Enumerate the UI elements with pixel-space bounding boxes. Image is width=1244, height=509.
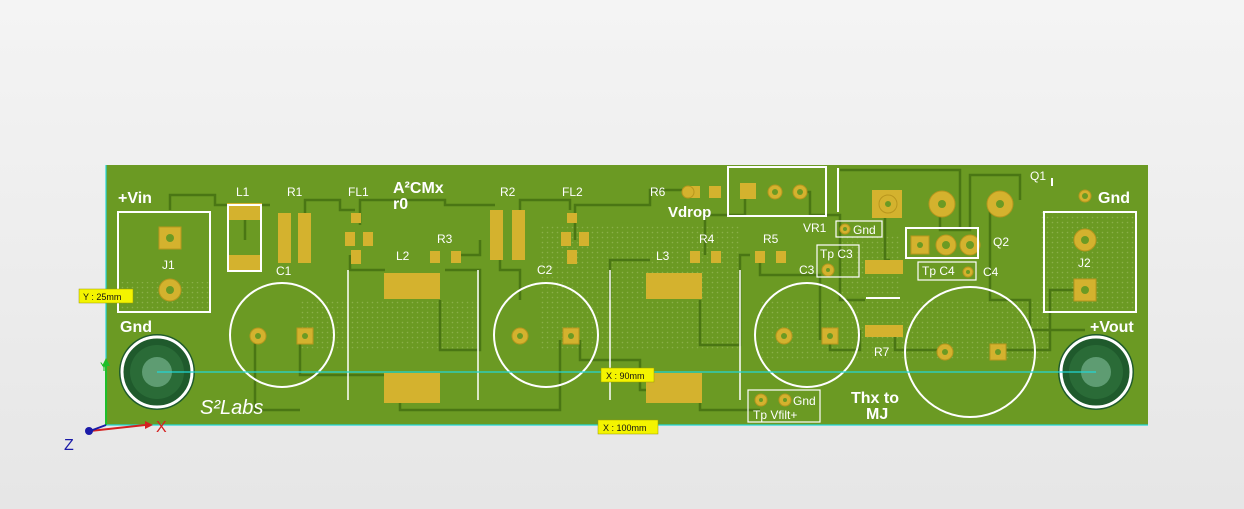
r4-label: R4 bbox=[699, 232, 715, 246]
r3-label: R3 bbox=[437, 232, 453, 246]
c3-label: C3 bbox=[799, 263, 815, 277]
r6-label: R6 bbox=[650, 185, 666, 199]
tp-c4-label: Tp C4 bbox=[922, 264, 955, 278]
l1-label: L1 bbox=[236, 185, 250, 199]
credit-line-2: MJ bbox=[866, 406, 888, 423]
x-dim-outer-box bbox=[597, 419, 659, 435]
axis-gizmo: X Y Z bbox=[64, 358, 167, 454]
c1-label: C1 bbox=[276, 264, 292, 278]
s2labs-logo: S²Labs bbox=[200, 397, 263, 419]
gnd-right-label: Gnd bbox=[1098, 190, 1130, 207]
x-dim-inner-label: X : 90mm bbox=[606, 371, 645, 381]
q2-label: Q2 bbox=[993, 235, 1009, 249]
board-revision: r0 bbox=[393, 196, 408, 213]
gnd-left-label: Gnd bbox=[120, 319, 152, 336]
r5-label: R5 bbox=[763, 232, 779, 246]
vdrop-label: Vdrop bbox=[668, 204, 711, 221]
silkscreen-text: +Vin J1 L1 R1 FL1 C1 A²CMx r0 R2 FL2 L2 … bbox=[118, 169, 1134, 423]
credit-line-1: Thx to bbox=[851, 390, 899, 407]
board-title: A²CMx bbox=[393, 180, 444, 197]
l2-label: L2 bbox=[396, 249, 410, 263]
r1-label: R1 bbox=[287, 185, 303, 199]
j2-label: J2 bbox=[1078, 256, 1091, 270]
c2-label: C2 bbox=[537, 263, 553, 277]
fl1-label: FL1 bbox=[348, 185, 369, 199]
vout-label: +Vout bbox=[1090, 319, 1134, 336]
x-axis-label: X bbox=[156, 419, 167, 436]
tp-vfilt-label: Tp Vfilt+ bbox=[753, 408, 797, 422]
l3-label: L3 bbox=[656, 249, 670, 263]
r2-label: R2 bbox=[500, 185, 516, 199]
j1-label: J1 bbox=[162, 258, 175, 272]
tp-c3-label: Tp C3 bbox=[820, 247, 853, 261]
copper-pads bbox=[227, 183, 903, 403]
vin-label: +Vin bbox=[118, 190, 152, 207]
c4-label: C4 bbox=[983, 265, 999, 279]
y-dim-label: Y : 25mm bbox=[83, 292, 121, 302]
y-axis-label: Y bbox=[100, 360, 108, 374]
fl2-label: FL2 bbox=[562, 185, 583, 199]
dimension-overlay: Y : 25mm X : 90mm X : 100mm bbox=[78, 165, 1148, 435]
y-dim-box bbox=[78, 288, 134, 304]
tp-vfilt-gnd-label: Gnd bbox=[793, 394, 816, 408]
q1-label: Q1 bbox=[1030, 169, 1046, 183]
z-axis-end bbox=[85, 427, 93, 435]
x-dim-outer-label: X : 100mm bbox=[603, 423, 647, 433]
z-axis-label: Z bbox=[64, 437, 74, 454]
vr1-label: VR1 bbox=[803, 221, 827, 235]
r7-label: R7 bbox=[874, 345, 890, 359]
tp-gnd-label: Gnd bbox=[853, 223, 876, 237]
x-dim-inner-box bbox=[600, 367, 655, 383]
silkscreen-outlines bbox=[117, 166, 1137, 423]
through-hole-pads bbox=[158, 184, 1097, 407]
